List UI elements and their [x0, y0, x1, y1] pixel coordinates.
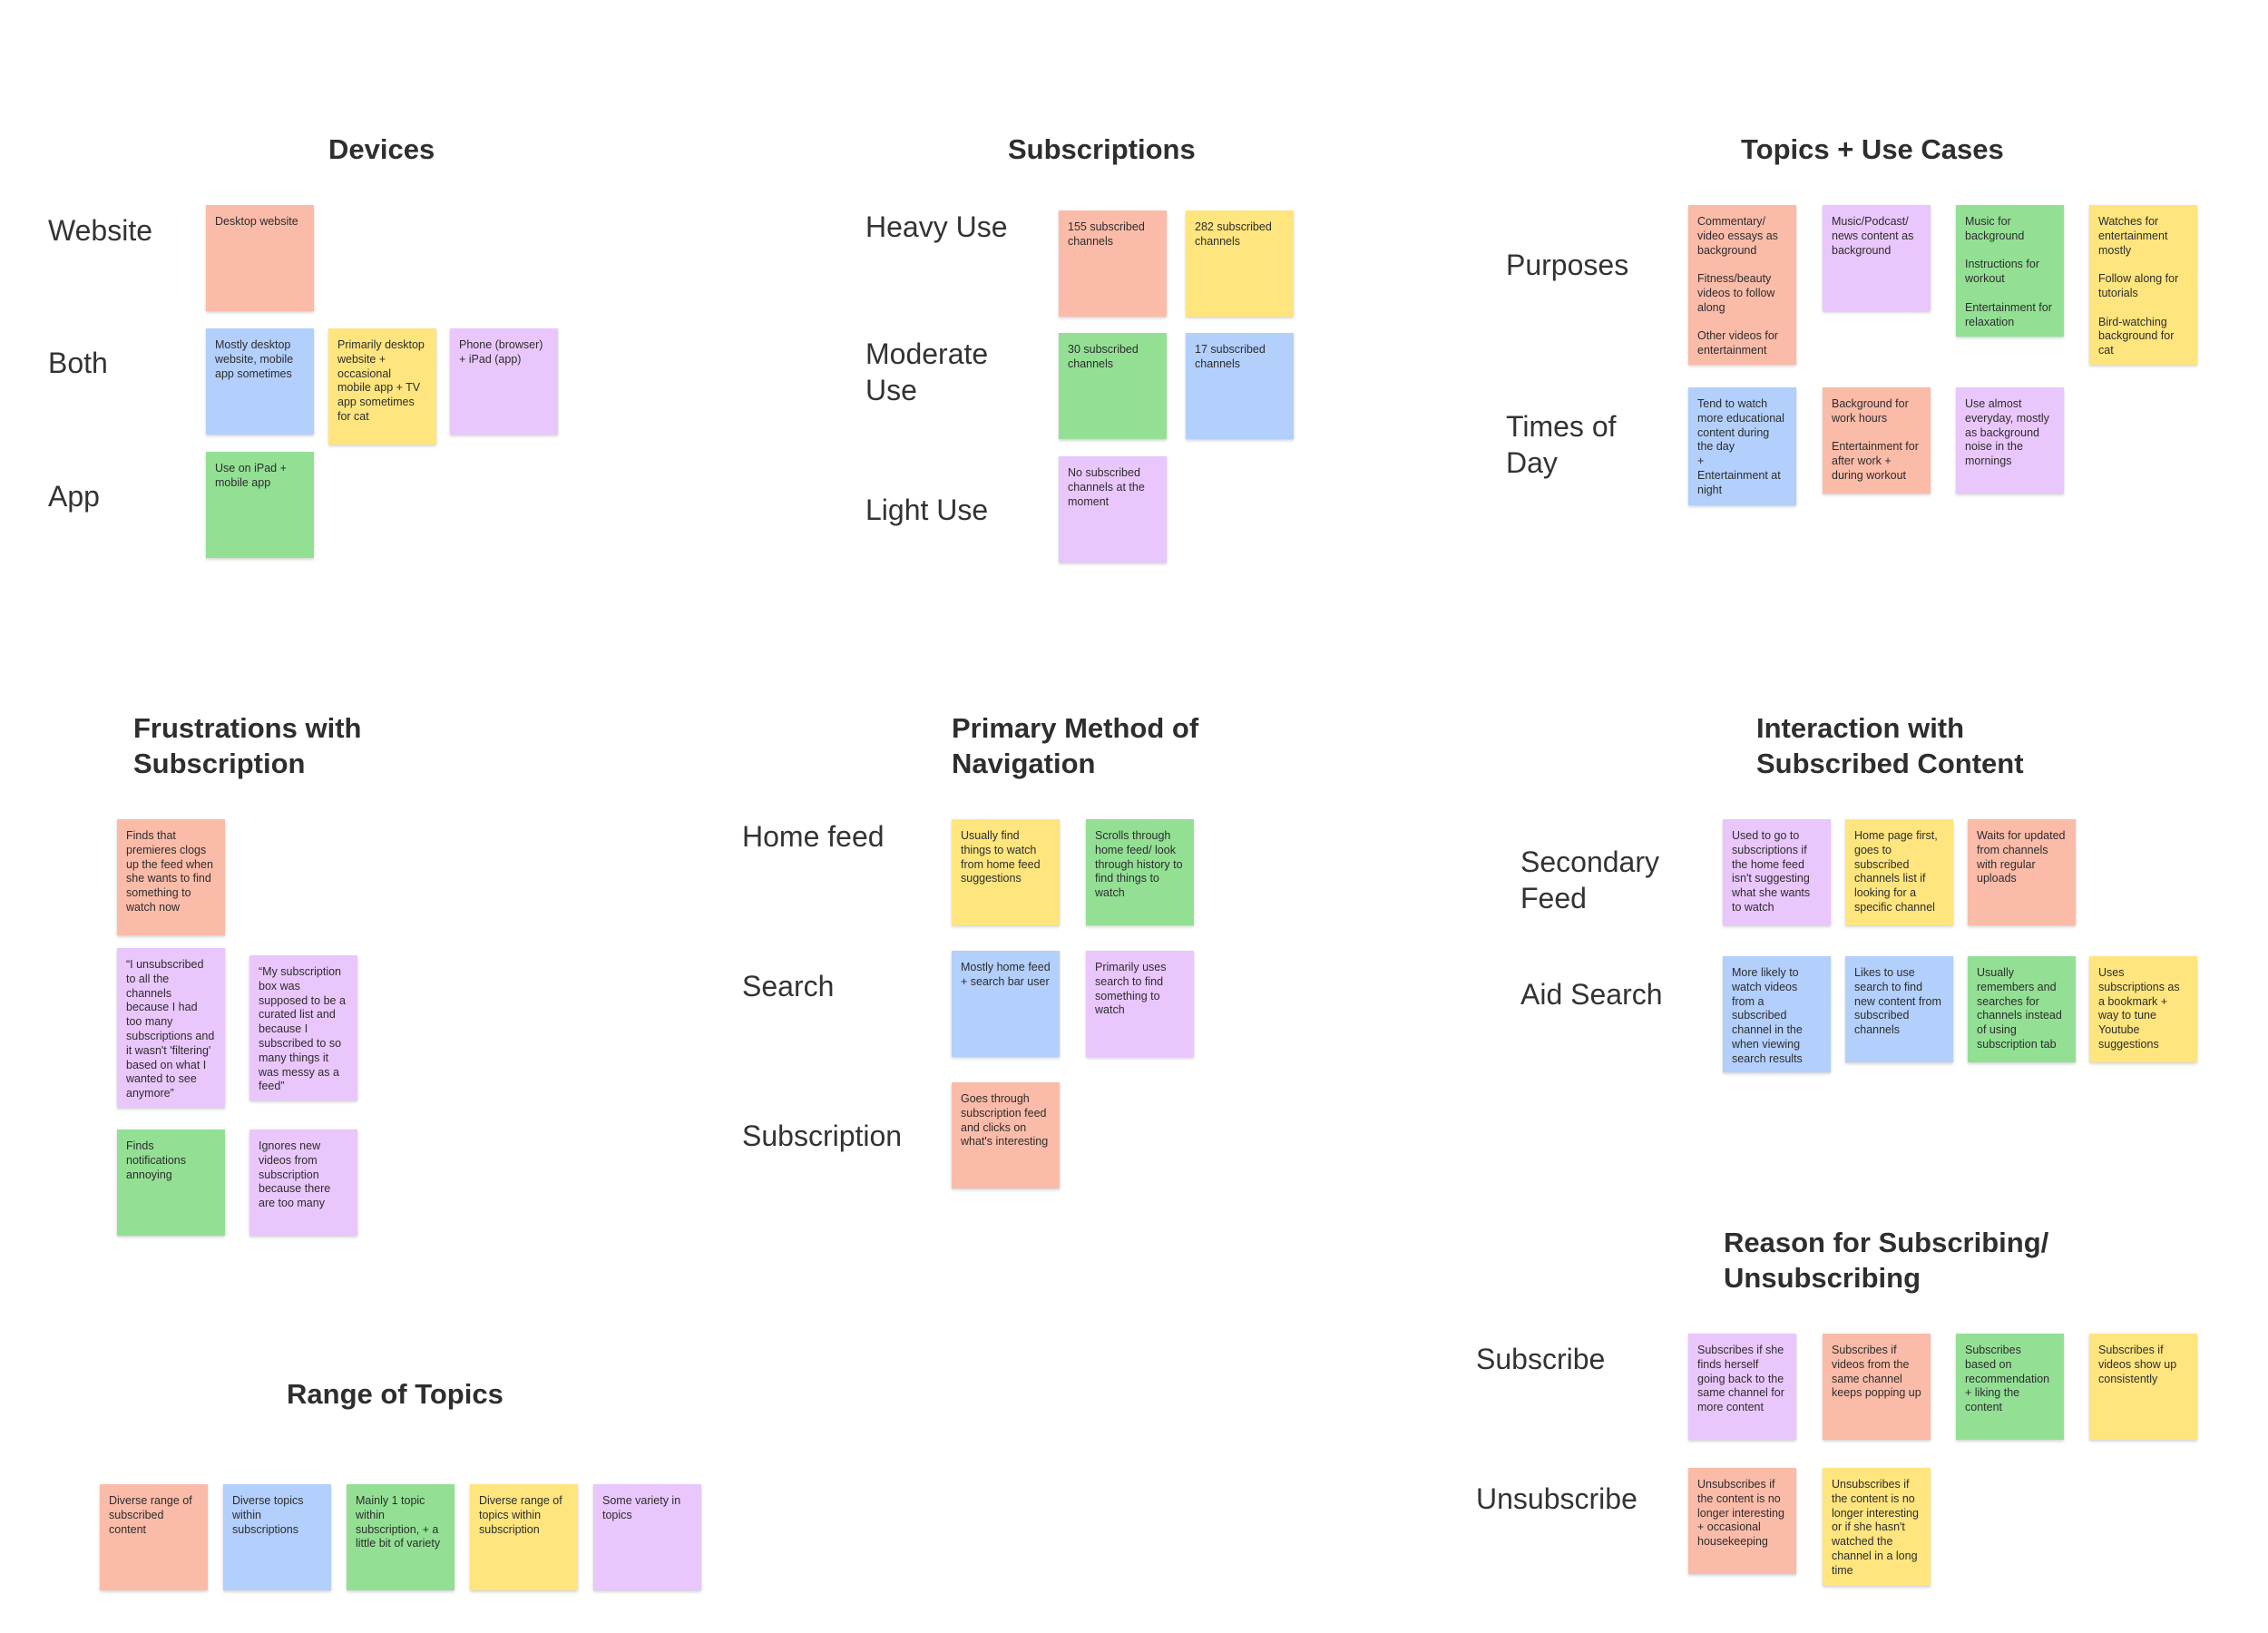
sticky-note[interactable]: Use almost everyday, mostly as backgroun…	[1956, 387, 2064, 494]
sticky-note[interactable]: Waits for updated from channels with reg…	[1968, 819, 2076, 925]
sticky-note[interactable]: Unsubscribes if the content is no longer…	[1688, 1468, 1796, 1574]
subscriptions-row-heavy: Heavy Use	[865, 210, 1008, 243]
sticky-note[interactable]: Mostly home feed + search bar user	[952, 951, 1060, 1057]
interaction-row-aid: Aid Search	[1520, 978, 1663, 1011]
sticky-note[interactable]: Diverse range of topics within subscript…	[470, 1484, 578, 1590]
sticky-note[interactable]: “I unsubscribed to all the channels beca…	[117, 948, 225, 1108]
sticky-note[interactable]: Likes to use search to find new content …	[1845, 956, 1953, 1062]
devices-row-website: Website	[48, 214, 153, 247]
range-heading: Range of Topics	[287, 1378, 503, 1410]
reason-row-unsubscribe: Unsubscribe	[1476, 1482, 1637, 1515]
sticky-note[interactable]: Primarily desktop website + occasional m…	[328, 328, 436, 445]
reason-heading: Reason for Subscribing/ Unsubscribing	[1724, 1227, 2049, 1294]
sticky-note[interactable]: Background for work hours Entertainment …	[1823, 387, 1931, 494]
devices-heading: Devices	[328, 133, 435, 165]
sticky-note[interactable]: 155 subscribed channels	[1059, 210, 1167, 317]
devices-row-app: App	[48, 480, 100, 513]
sticky-note[interactable]: Subscribes if she finds herself going ba…	[1688, 1334, 1796, 1440]
navigation-row-home: Home feed	[742, 820, 885, 853]
topics-row-times: Times of Day	[1506, 410, 1617, 479]
sticky-note[interactable]: Finds that premieres clogs up the feed w…	[117, 819, 225, 935]
subscriptions-heading: Subscriptions	[1008, 133, 1196, 165]
sticky-note[interactable]: Mostly desktop website, mobile app somet…	[206, 328, 314, 435]
sticky-note[interactable]: “My subscription box was supposed to be …	[249, 955, 357, 1100]
sticky-note[interactable]: Unsubscribes if the content is no longer…	[1823, 1468, 1931, 1586]
sticky-note[interactable]: 30 subscribed channels	[1059, 333, 1167, 439]
sticky-note[interactable]: 282 subscribed channels	[1186, 210, 1294, 317]
navigation-row-search: Search	[742, 970, 835, 1002]
subscriptions-row-light: Light Use	[865, 494, 989, 526]
sticky-note[interactable]: Commentary/ video essays as background F…	[1688, 205, 1796, 365]
reason-row-subscribe: Subscribe	[1476, 1343, 1606, 1375]
sticky-note[interactable]: More likely to watch videos from a subsc…	[1723, 956, 1831, 1072]
sticky-note[interactable]: Subscribes if videos from the same chann…	[1823, 1334, 1931, 1440]
interaction-row-secondary: Secondary Feed	[1520, 846, 1659, 914]
sticky-note[interactable]: Some variety in topics	[593, 1484, 701, 1590]
devices-row-both: Both	[48, 347, 108, 379]
sticky-note[interactable]: Uses subscriptions as a bookmark + way t…	[2089, 956, 2197, 1062]
sticky-note[interactable]: Goes through subscription feed and click…	[952, 1082, 1060, 1188]
topics-row-purposes: Purposes	[1506, 249, 1629, 281]
sticky-note[interactable]: Used to go to subscriptions if the home …	[1723, 819, 1831, 925]
sticky-note[interactable]: Subscribes if videos show up consistentl…	[2089, 1334, 2197, 1440]
sticky-note[interactable]: Scrolls through home feed/ look through …	[1086, 819, 1194, 925]
topics-heading: Topics + Use Cases	[1741, 133, 2004, 165]
frustrations-heading: Frustrations with Subscription	[133, 712, 362, 779]
sticky-note[interactable]: Diverse topics within subscriptions	[223, 1484, 331, 1590]
sticky-note[interactable]: Primarily uses search to find something …	[1086, 951, 1194, 1057]
sticky-note[interactable]: Desktop website	[206, 205, 314, 311]
sticky-note[interactable]: Subscribes based on recommendation + lik…	[1956, 1334, 2064, 1440]
sticky-note[interactable]: Watches for entertainment mostly Follow …	[2089, 205, 2197, 365]
sticky-note[interactable]: 17 subscribed channels	[1186, 333, 1294, 439]
sticky-note[interactable]: Use on iPad + mobile app	[206, 452, 314, 558]
sticky-note[interactable]: Music for background Instructions for wo…	[1956, 205, 2064, 337]
sticky-note[interactable]: No subscribed channels at the moment	[1059, 456, 1167, 562]
sticky-note[interactable]: Mainly 1 topic within subscription, + a …	[347, 1484, 455, 1590]
sticky-note[interactable]: Usually remembers and searches for chann…	[1968, 956, 2076, 1062]
sticky-note[interactable]: Usually find things to watch from home f…	[952, 819, 1060, 925]
navigation-heading: Primary Method of Navigation	[952, 712, 1199, 779]
sticky-note[interactable]: Home page first, goes to subscribed chan…	[1845, 819, 1953, 925]
sticky-note[interactable]: Ignores new videos from subscription bec…	[249, 1129, 357, 1236]
sticky-note[interactable]: Diverse range of subscribed content	[100, 1484, 208, 1590]
sticky-note[interactable]: Music/Podcast/ news content as backgroun…	[1823, 205, 1931, 311]
subscriptions-row-moderate: Moderate Use	[865, 337, 989, 406]
sticky-note[interactable]: Finds notifications annoying	[117, 1129, 225, 1236]
sticky-note[interactable]: Tend to watch more educational content d…	[1688, 387, 1796, 505]
interaction-heading: Interaction with Subscribed Content	[1756, 712, 2024, 779]
navigation-row-subscription: Subscription	[742, 1120, 903, 1152]
sticky-note[interactable]: Phone (browser) + iPad (app)	[450, 328, 558, 435]
